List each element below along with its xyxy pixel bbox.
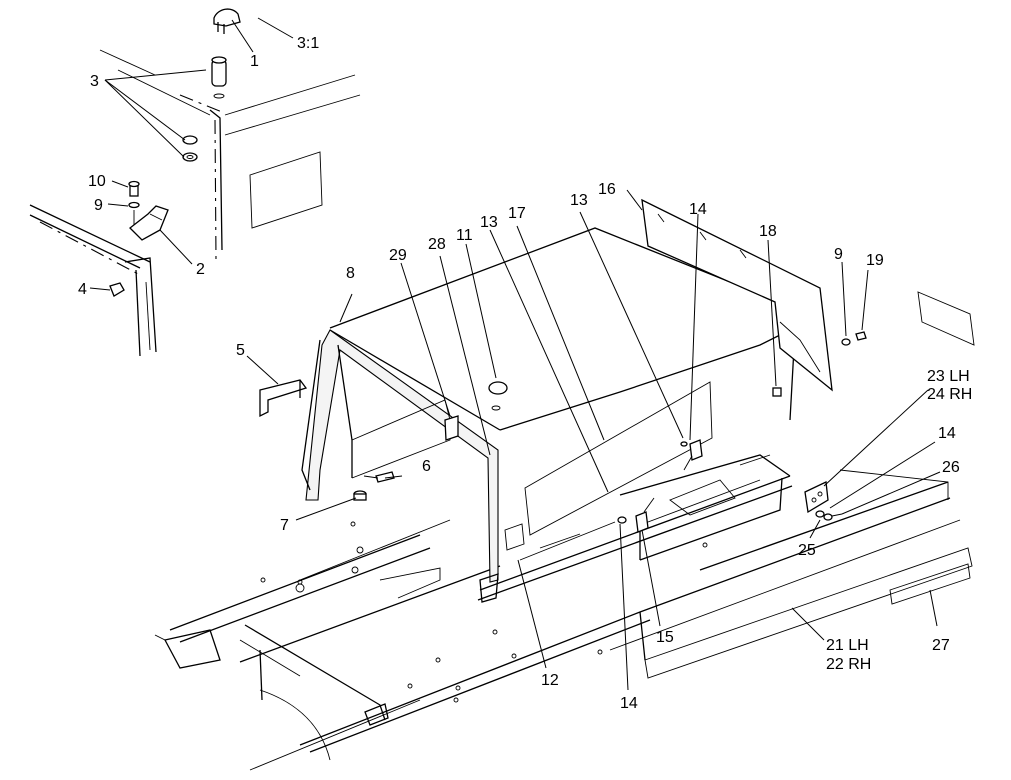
callout-18: 18 — [759, 223, 777, 240]
bracket-plate-part-23-24 — [804, 481, 829, 514]
callout-7: 7 — [280, 517, 289, 534]
callout-25: 25 — [798, 542, 816, 559]
callout-8: 8 — [346, 265, 355, 282]
leader-lines — [89, 17, 941, 691]
callout-24-rh: 24 RH — [927, 386, 972, 403]
callout-22-rh: 22 RH — [826, 656, 871, 673]
callout-11: 11 — [456, 227, 473, 244]
callout-13-right: 13 — [570, 192, 588, 209]
callout-29: 29 — [389, 247, 407, 264]
grommet-part-7 — [353, 490, 367, 501]
bracket-part-2 — [129, 205, 169, 241]
decal-part-21-22 — [644, 547, 973, 679]
side-panel-part-12 — [504, 521, 616, 561]
spacer-part-18 — [772, 387, 782, 397]
callout-13-left: 13 — [480, 214, 498, 231]
callout-3: 3 — [90, 73, 99, 90]
callout-14-bottom: 14 — [620, 695, 638, 712]
decal-part-27 — [889, 563, 971, 605]
callout-5: 5 — [236, 342, 245, 359]
callout-9-right: 9 — [834, 246, 843, 263]
screw-part-6 — [363, 471, 395, 483]
bolt-part-10 — [128, 180, 140, 226]
callout-23-lh: 23 LH — [927, 368, 970, 385]
cap-part-11 — [488, 381, 508, 411]
frame-rails — [154, 475, 961, 771]
callout-2: 2 — [196, 261, 205, 278]
latch-part-15 — [635, 439, 703, 533]
tray-assembly — [619, 454, 791, 561]
callout-16: 16 — [598, 181, 616, 198]
fastener-part-9-19 — [841, 331, 867, 346]
washers-part-3 — [182, 135, 198, 162]
callout-1: 1 — [250, 53, 259, 70]
inset-latch-assembly — [29, 8, 361, 357]
callout-10: 10 — [88, 173, 106, 190]
callout-21-lh: 21 LH — [826, 637, 869, 654]
callout-3-1: 3:1 — [297, 35, 319, 52]
rear-panel-part-16 — [641, 198, 833, 392]
callout-4: 4 — [78, 281, 87, 298]
callout-14-top: 14 — [689, 201, 707, 218]
callout-27: 27 — [932, 637, 950, 654]
callout-28: 28 — [428, 236, 446, 253]
callout-6: 6 — [422, 458, 431, 475]
callout-9-inset: 9 — [94, 197, 103, 214]
handle-part-5 — [259, 379, 308, 418]
callout-17: 17 — [508, 205, 526, 222]
decal-plate — [917, 291, 975, 346]
callout-26: 26 — [942, 459, 960, 476]
latch-knob-part-1 — [211, 8, 241, 99]
callout-14-right: 14 — [938, 425, 956, 442]
callout-15: 15 — [656, 629, 674, 646]
washer-part-14 — [617, 441, 688, 524]
callout-19: 19 — [866, 252, 884, 269]
shroud-part-8 — [301, 329, 499, 603]
hardware-part-25-26 — [815, 510, 843, 521]
callout-12: 12 — [541, 672, 559, 689]
